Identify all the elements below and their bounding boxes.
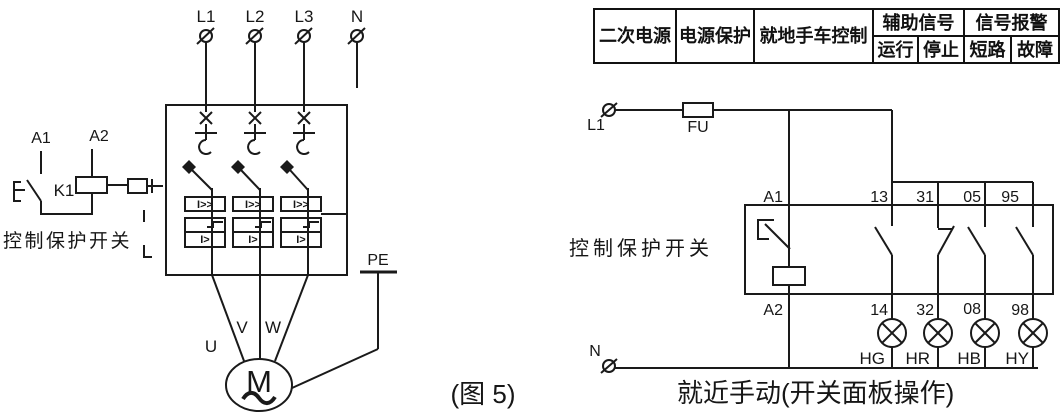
breaker-pole-3: I>> I> bbox=[280, 106, 347, 275]
blade-handle-icon bbox=[280, 160, 294, 174]
table-cell-fault: 故障 bbox=[1010, 35, 1060, 64]
table-cell-short-circuit: 短路 bbox=[963, 35, 1012, 64]
table-cell-run: 运行 bbox=[872, 35, 919, 64]
lamp-HY-label: HY bbox=[1005, 349, 1029, 368]
terminal-symbols bbox=[196, 27, 366, 45]
left-switch-label: 控制保护开关 bbox=[3, 230, 132, 252]
thermal-trip-label: I> bbox=[200, 234, 209, 246]
left-main-circuit: L1 L2 L3 N bbox=[3, 7, 516, 412]
lamp-HR-label: HR bbox=[905, 349, 930, 368]
instant-trip-label: I>> bbox=[245, 199, 261, 211]
breaker-pole-1: I>> I> bbox=[182, 106, 226, 275]
motor-wave-icon bbox=[241, 390, 277, 406]
cps-box bbox=[744, 204, 1054, 295]
coil-a1-label: A1 bbox=[763, 189, 783, 206]
contact-31-label: 31 bbox=[916, 189, 934, 206]
coil-a2-label: A2 bbox=[763, 302, 783, 319]
instant-trip-label: I>> bbox=[293, 199, 309, 211]
breaker-pole-2: I>> I> bbox=[231, 106, 274, 275]
contact-32-label: 32 bbox=[916, 302, 934, 319]
contact-13-label: 13 bbox=[870, 189, 888, 206]
lamp-HG-label: HG bbox=[860, 349, 886, 368]
table-cell-local-control: 就地手车控制 bbox=[753, 8, 874, 64]
phase-terminals: L1 L2 L3 N bbox=[196, 7, 366, 106]
k1-control-branch: A1 A2 K1 控制保护开关 bbox=[3, 128, 163, 258]
a1-label: A1 bbox=[31, 130, 51, 147]
table-cell-power-protection: 电源保护 bbox=[675, 8, 755, 64]
cps-internals bbox=[757, 205, 1034, 368]
thermal-trip-label: I> bbox=[248, 234, 257, 246]
right-control-circuit: L1 FU A1 13 31 05 95 控制保护开关 bbox=[569, 102, 1054, 408]
lamp-HB-label: HB bbox=[957, 349, 981, 368]
label-L3: L3 bbox=[295, 7, 314, 26]
contact-95-label: 95 bbox=[1001, 189, 1019, 206]
right-L1-label: L1 bbox=[587, 117, 605, 134]
right-switch-label: 控制保护开关 bbox=[569, 237, 713, 260]
contact-08-label: 08 bbox=[963, 301, 981, 318]
contact-14-label: 14 bbox=[870, 302, 888, 319]
a2-label: A2 bbox=[89, 128, 109, 145]
neutral-rail bbox=[600, 358, 1038, 374]
breaker-box bbox=[165, 104, 348, 276]
table-cell-signal-alarm: 信号报警 bbox=[963, 8, 1060, 37]
blade-handle-icon bbox=[231, 160, 245, 174]
table-cell-stop: 停止 bbox=[917, 35, 965, 64]
pe-label: PE bbox=[367, 252, 388, 269]
table-cell-aux-signal: 辅助信号 bbox=[872, 8, 965, 37]
label-L2: L2 bbox=[246, 7, 265, 26]
k1-label: K1 bbox=[54, 181, 75, 200]
right-N-label: N bbox=[589, 343, 601, 360]
label-L1: L1 bbox=[197, 7, 216, 26]
contact-05-label: 05 bbox=[963, 189, 981, 206]
right-caption: 就近手动(开关面板操作) bbox=[677, 378, 954, 408]
indicator-lamps bbox=[877, 318, 1048, 368]
thermal-trip-label: I> bbox=[296, 234, 305, 246]
incoming-wires bbox=[205, 42, 358, 106]
right-L1-terminal bbox=[600, 102, 618, 118]
instant-trip-label: I>> bbox=[197, 199, 213, 211]
output-U-label: U bbox=[205, 337, 217, 356]
motor-section: U V W M PE bbox=[205, 252, 397, 412]
contact-98-label: 98 bbox=[1011, 302, 1029, 319]
table-cell-secondary-power: 二次电源 bbox=[593, 8, 677, 64]
signal-table: 二次电源 电源保护 就地手车控制 辅助信号 信号报警 运行 停止 短路 故障 bbox=[593, 8, 1060, 64]
output-V-label: V bbox=[236, 318, 248, 337]
blade-handle-icon bbox=[182, 160, 196, 174]
figure-caption: (图 5) bbox=[450, 379, 515, 409]
fuse-label: FU bbox=[687, 119, 708, 136]
label-N: N bbox=[351, 7, 363, 26]
feed-wires bbox=[615, 102, 1034, 228]
output-W-label: W bbox=[265, 318, 281, 337]
